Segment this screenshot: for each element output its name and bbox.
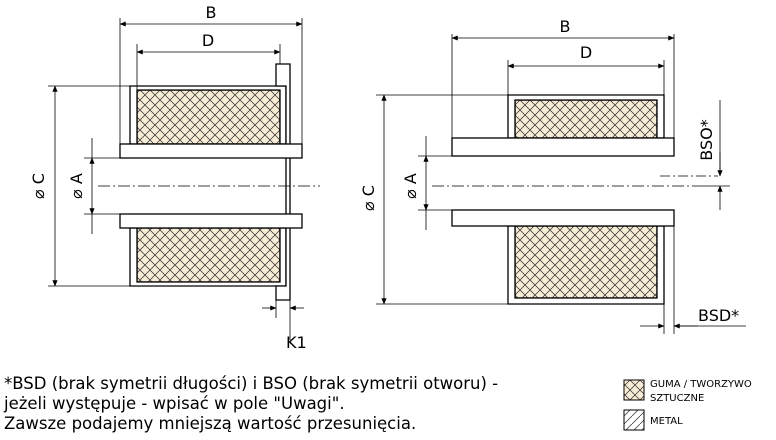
notes-block: *BSD (brak symetrii długości) i BSO (bra… xyxy=(4,374,604,434)
right-inner-tube-bottom xyxy=(451,209,675,227)
legend-rubber-label-1: GUMA / TWORZYWO xyxy=(650,379,752,390)
legend: GUMA / TWORZYWO SZTUCZNE METAL xyxy=(623,379,752,431)
right-label-bsd: BSD* xyxy=(698,306,739,325)
right-bushing xyxy=(432,94,718,305)
legend-rubber-swatch xyxy=(623,379,645,401)
right-label-b: B xyxy=(560,17,571,36)
left-bushing xyxy=(98,63,320,301)
left-flange xyxy=(275,63,291,301)
left-dimensions xyxy=(48,18,304,340)
right-label-d: D xyxy=(580,43,592,62)
left-rubber-top xyxy=(136,89,281,145)
left-label-b: B xyxy=(206,3,217,22)
left-label-k1: K1 xyxy=(286,333,307,352)
note-line-3: Zawsze podajemy mniejszą wartość przesun… xyxy=(4,414,417,433)
note-line-1: *BSD (brak symetrii długości) i BSO (bra… xyxy=(4,374,499,393)
right-label-a: ⌀ A xyxy=(401,173,420,199)
right-label-bso: BSO* xyxy=(697,119,716,160)
legend-metal-label: METAL xyxy=(650,416,683,427)
note-line-2: jeżeli występuje - wpisać w pole "Uwagi"… xyxy=(4,394,345,413)
left-label-d: D xyxy=(202,31,214,50)
right-inner-tube-top xyxy=(451,137,675,157)
left-inner-tube-top xyxy=(119,143,303,159)
left-label-a: ⌀ A xyxy=(67,173,86,199)
right-dimension-labels: B D ⌀ C ⌀ A BSO* BSD* xyxy=(359,17,739,325)
right-dimensions xyxy=(376,34,746,334)
right-rubber-bottom xyxy=(514,225,658,299)
left-label-c: ⌀ C xyxy=(29,173,48,199)
left-inner-tube-bottom xyxy=(119,213,303,229)
legend-rubber-label-2: SZTUCZNE xyxy=(650,393,704,404)
right-rubber-top xyxy=(514,99,658,139)
legend-metal-swatch xyxy=(623,409,645,431)
left-rubber-bottom xyxy=(136,227,281,283)
right-label-c: ⌀ C xyxy=(359,185,378,211)
left-dimension-labels: B D ⌀ C ⌀ A K1 xyxy=(29,3,307,352)
